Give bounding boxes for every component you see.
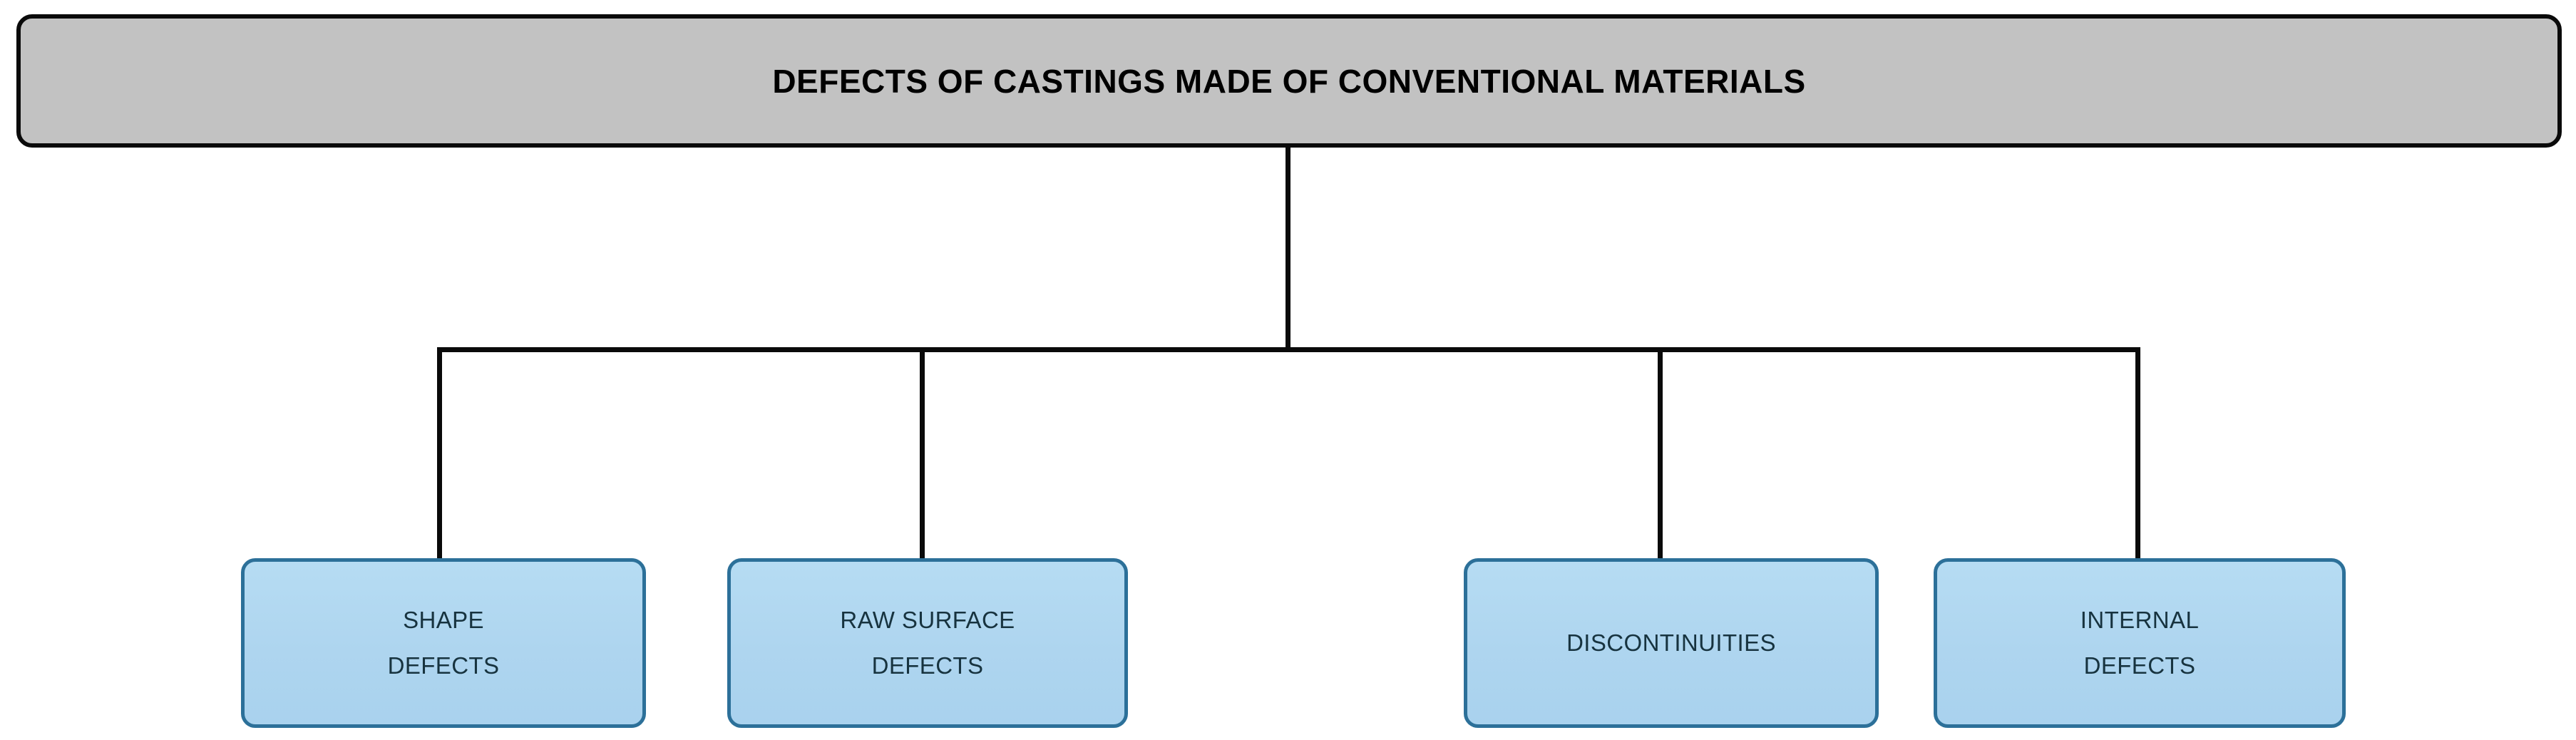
- connector-root-stem: [1286, 148, 1290, 352]
- leaf-node-raw-surface-defects-line1: RAW SURFACE: [840, 606, 1015, 633]
- leaf-node-raw-surface-defects[interactable]: RAW SURFACE DEFECTS: [727, 558, 1128, 728]
- leaf-node-shape-defects-line1: SHAPE: [403, 606, 484, 633]
- connector-drop-raw-surface-defects: [920, 347, 925, 560]
- connector-drop-discontinuities: [1658, 347, 1663, 560]
- leaf-node-internal-defects-line2: DEFECTS: [2083, 652, 2196, 679]
- root-node-label: DEFECTS OF CASTINGS MADE OF CONVENTIONAL…: [772, 62, 1806, 100]
- connector-drop-internal-defects: [2135, 347, 2140, 560]
- root-node-defects-of-castings[interactable]: DEFECTS OF CASTINGS MADE OF CONVENTIONAL…: [16, 14, 2562, 148]
- leaf-node-discontinuities[interactable]: DISCONTINUITIES: [1464, 558, 1879, 728]
- leaf-node-internal-defects-line1: INTERNAL: [2080, 606, 2200, 633]
- connector-horizontal-bus: [439, 347, 2140, 352]
- leaf-node-raw-surface-defects-line2: DEFECTS: [871, 652, 984, 679]
- leaf-node-internal-defects[interactable]: INTERNAL DEFECTS: [1934, 558, 2346, 728]
- leaf-node-discontinuities-line1: DISCONTINUITIES: [1566, 629, 1776, 656]
- leaf-node-shape-defects-line2: DEFECTS: [387, 652, 500, 679]
- connector-drop-shape-defects: [437, 347, 442, 560]
- leaf-node-shape-defects[interactable]: SHAPE DEFECTS: [241, 558, 646, 728]
